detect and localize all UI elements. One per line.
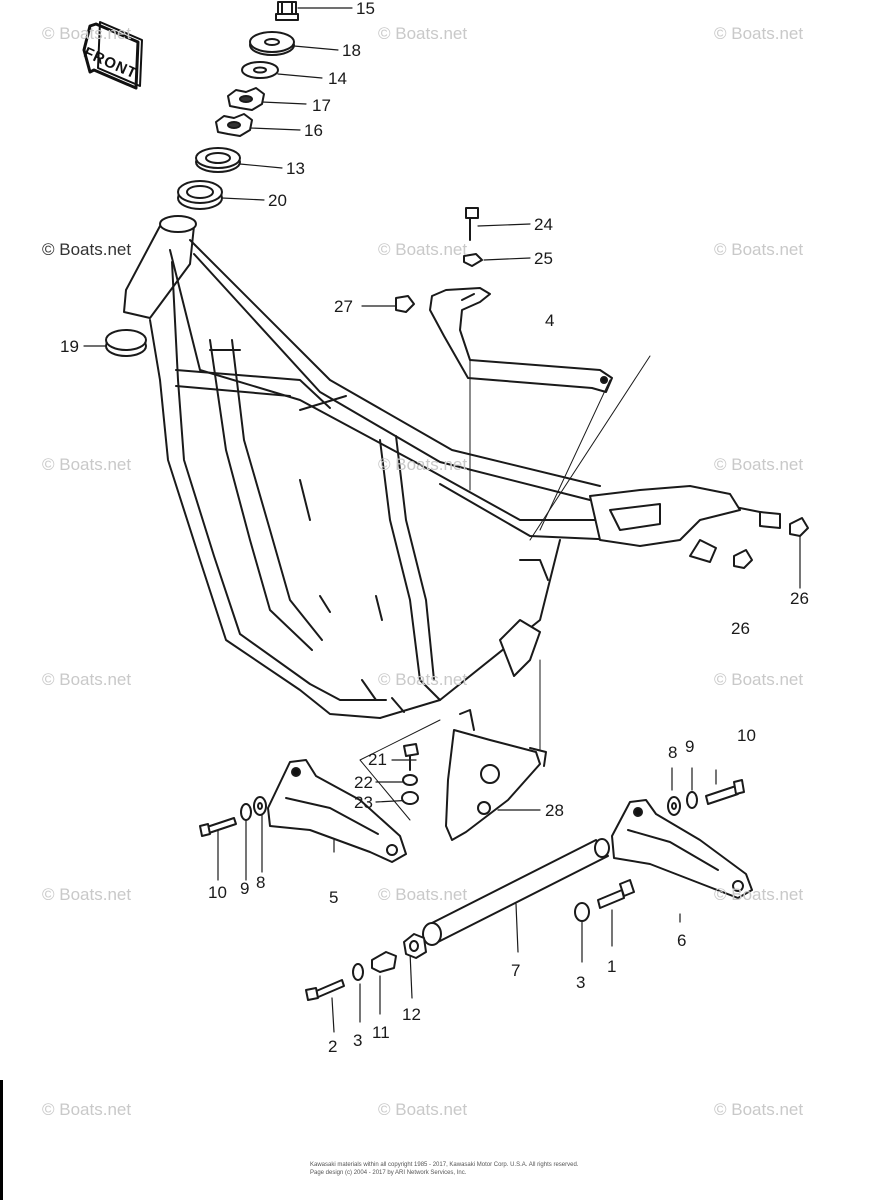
callout-15[interactable]: 15 xyxy=(356,0,375,18)
watermark: © Boats.net xyxy=(42,1100,132,1119)
watermark: © Boats.net xyxy=(714,1100,804,1119)
callout-7[interactable]: 7 xyxy=(511,961,521,980)
callout-22[interactable]: 22 xyxy=(354,773,373,792)
callout-5[interactable]: 5 xyxy=(329,888,339,907)
center-fasteners xyxy=(359,719,441,821)
callout-13[interactable]: 13 xyxy=(286,159,305,178)
callout-26[interactable]: 26 xyxy=(790,589,809,608)
callout-28[interactable]: 28 xyxy=(545,801,564,820)
leader-lines xyxy=(83,7,801,1033)
copyright-footer: Kawasaki materials within all copyright … xyxy=(310,1162,630,1178)
callout-10[interactable]: 10 xyxy=(737,726,756,745)
lower-fasteners xyxy=(305,933,427,1001)
callout-25[interactable]: 25 xyxy=(534,249,553,268)
callout-9[interactable]: 9 xyxy=(240,879,250,898)
watermark: © Boats.net xyxy=(42,240,132,259)
callout-24[interactable]: 24 xyxy=(534,215,553,234)
copyright-line-1: Kawasaki materials within all copyright … xyxy=(310,1162,579,1168)
callout-21[interactable]: 21 xyxy=(368,750,387,769)
watermark: © Boats.net xyxy=(714,885,804,904)
callout-11[interactable]: 11 xyxy=(372,1023,390,1042)
callout-4[interactable]: 4 xyxy=(545,311,555,330)
watermark: © Boats.net xyxy=(42,24,132,43)
watermark: © Boats.net xyxy=(378,885,468,904)
rear-bracket xyxy=(395,207,651,541)
right-footpeg-bracket xyxy=(611,779,753,899)
steering-head-parts xyxy=(177,1,299,210)
callout-6[interactable]: 6 xyxy=(677,931,687,950)
watermark: © Boats.net xyxy=(42,885,132,904)
watermark: © Boats.net xyxy=(714,24,804,43)
callout-8[interactable]: 8 xyxy=(668,743,678,762)
watermark: © Boats.net xyxy=(714,240,804,259)
footpeg-shaft xyxy=(422,838,635,946)
copyright-line-2: Page design (c) 2004 - 2017 by ARI Netwo… xyxy=(310,1169,467,1176)
callout-2[interactable]: 2 xyxy=(328,1037,338,1056)
callout-9[interactable]: 9 xyxy=(685,737,695,756)
center-bracket-plate xyxy=(445,659,547,841)
grommets xyxy=(733,517,809,569)
callout-20[interactable]: 20 xyxy=(268,191,287,210)
watermark: © Boats.net xyxy=(378,1100,468,1119)
callout-19[interactable]: 19 xyxy=(60,337,79,356)
watermark: © Boats.net xyxy=(714,670,804,689)
callout-1[interactable]: 1 xyxy=(607,957,617,976)
front-arrow-icon xyxy=(82,21,143,90)
watermark: © Boats.net xyxy=(42,670,132,689)
left-edge-bar xyxy=(0,1080,3,1200)
watermark: © Boats.net xyxy=(378,240,468,259)
watermark: © Boats.net xyxy=(378,455,468,474)
watermark: © Boats.net xyxy=(42,455,132,474)
callout-3[interactable]: 3 xyxy=(576,973,586,992)
callout-12[interactable]: 12 xyxy=(402,1005,421,1024)
callout-26[interactable]: 26 xyxy=(731,619,750,638)
callout-16[interactable]: 16 xyxy=(304,121,323,140)
callout-27[interactable]: 27 xyxy=(334,297,353,316)
callout-14[interactable]: 14 xyxy=(328,69,347,88)
callout-8[interactable]: 8 xyxy=(256,873,266,892)
left-footpeg-bracket xyxy=(199,759,407,863)
callout-18[interactable]: 18 xyxy=(342,41,361,60)
callout-17[interactable]: 17 xyxy=(312,96,331,115)
watermark: © Boats.net xyxy=(378,24,468,43)
callout-3[interactable]: 3 xyxy=(353,1031,363,1050)
watermark: © Boats.net xyxy=(378,670,468,689)
watermark: © Boats.net xyxy=(714,455,804,474)
motorcycle-frame xyxy=(105,215,781,719)
callout-10[interactable]: 10 xyxy=(208,883,227,902)
callout-23[interactable]: 23 xyxy=(354,793,373,812)
